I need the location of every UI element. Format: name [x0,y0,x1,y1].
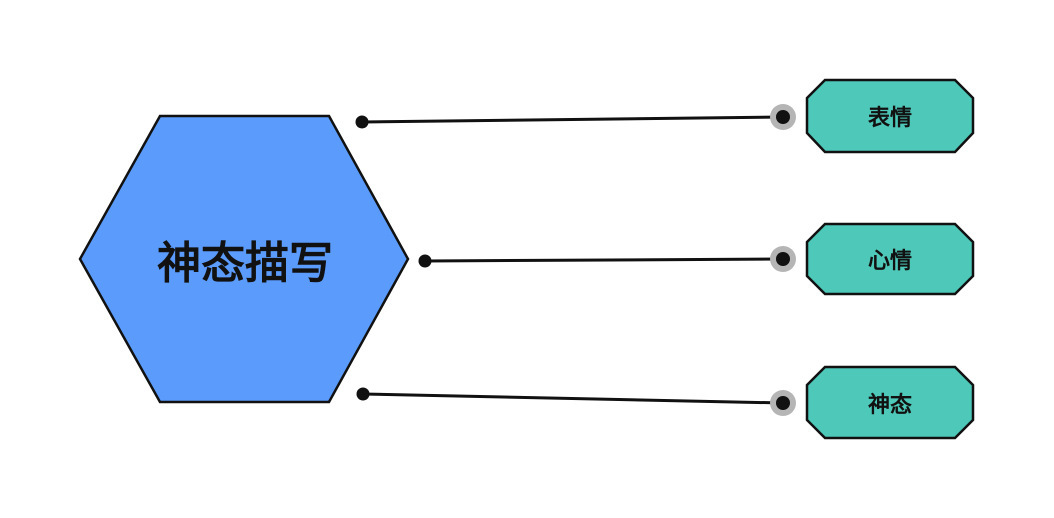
connector-1 [355,104,796,130]
node-shape-1 [805,78,975,154]
center-hexagon [78,114,410,404]
node-label-1: 表情 [867,106,912,131]
connector-3 [356,387,796,416]
node-shape-2 [805,222,975,296]
center-label: 神态描写 [157,238,333,289]
node-label-2: 心情 [867,249,912,274]
node-label-3: 神态 [867,393,912,418]
node-shape-3 [805,365,975,440]
connector-2 [418,246,796,272]
